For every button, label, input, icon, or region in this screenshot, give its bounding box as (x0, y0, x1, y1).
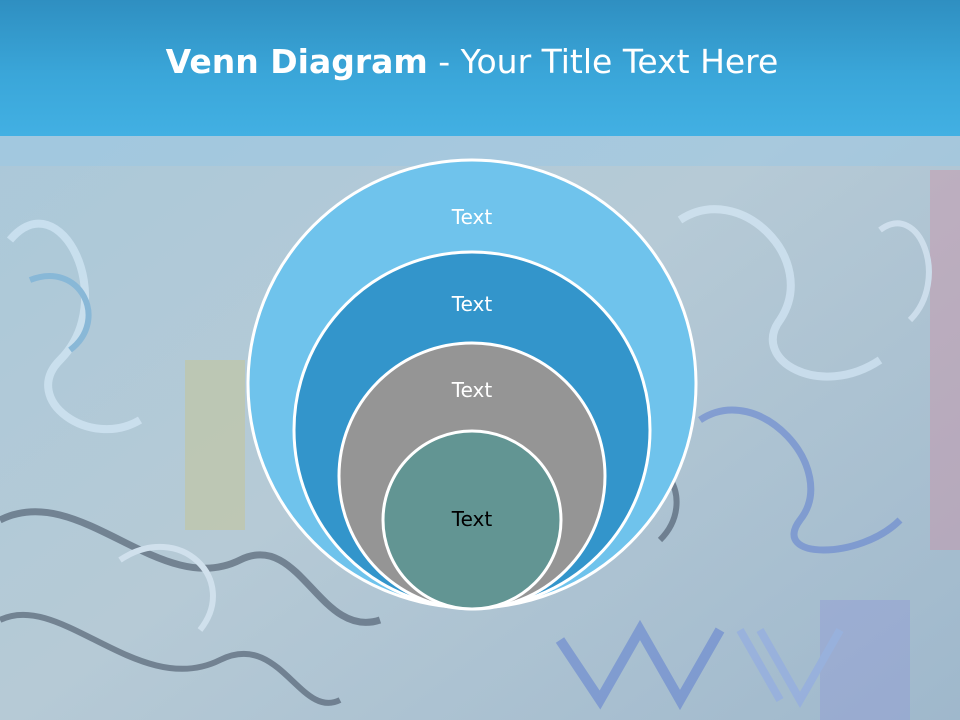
circle-4: Text (381, 429, 563, 611)
circle-1-label: Text (451, 205, 493, 229)
title-bar (0, 0, 960, 136)
circle-2-label: Text (451, 292, 493, 316)
circle-4-shape (381, 429, 563, 611)
slide-title-bold: Venn Diagram (165, 42, 428, 81)
slide-title: Venn Diagram - Your Title Text Here (0, 40, 944, 84)
circle-4-label: Text (451, 507, 493, 531)
slide-title-rest: - Your Title Text Here (427, 42, 779, 81)
circle-3-label: Text (451, 378, 493, 402)
